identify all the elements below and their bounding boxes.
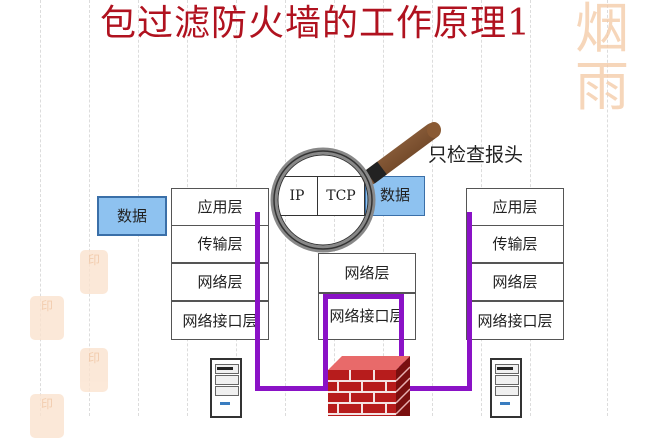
decorative-seal-large: 烟雨	[575, 0, 629, 118]
layer-network-interface: 网络接口层	[171, 300, 269, 340]
source-data-box: 数据	[97, 196, 167, 236]
dest-server-icon	[490, 358, 522, 418]
source-server-icon	[210, 358, 242, 418]
layer-transport: 传输层	[466, 225, 564, 263]
header-only-note: 只检查报头	[428, 144, 524, 166]
decorative-seal-small: 印	[30, 296, 64, 340]
slide-title: 包过滤防火墙的工作原理1	[100, 3, 531, 44]
layer-application: 应用层	[466, 188, 564, 226]
layer-network: 网络层	[318, 253, 416, 293]
firewall-brick-icon	[328, 356, 410, 416]
magnifier-icon	[270, 122, 441, 253]
decorative-seal-small: 印	[30, 394, 64, 438]
decorative-seal-small: 印	[80, 348, 108, 392]
layer-application: 应用层	[171, 188, 269, 226]
layer-transport: 传输层	[171, 225, 269, 263]
packet-ip-header: IP	[276, 176, 318, 216]
layer-network-interface: 网络接口层	[466, 300, 564, 340]
layer-network: 网络层	[466, 262, 564, 301]
packet-tcp-header: TCP	[317, 176, 365, 216]
decorative-seal-small: 印	[80, 250, 108, 294]
